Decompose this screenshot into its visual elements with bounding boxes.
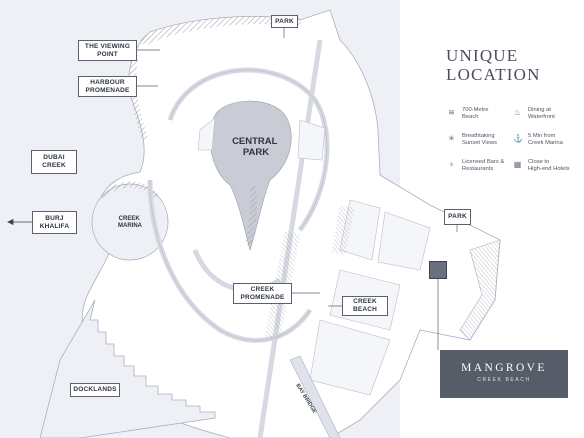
- coast-hatch-west: [129, 52, 148, 140]
- bay-bridge: [289, 355, 341, 438]
- feature-hotels: Close to High-end Hotels: [528, 159, 570, 173]
- ring-road-edges: [149, 69, 328, 341]
- anchor-icon: ⚓: [513, 134, 523, 143]
- beach-icon: ≋: [448, 108, 455, 117]
- creek-promenade-line2: PROMENADE: [240, 293, 285, 301]
- creek-promenade-line1: CREEK: [250, 285, 275, 293]
- creek-beach-line1: CREEK: [353, 298, 377, 305]
- feature-beach-line1: 700-Metre: [462, 107, 489, 113]
- feature-beach-line2: Beach: [462, 114, 479, 120]
- panel-title-line1: UNIQUE: [446, 46, 519, 65]
- feature-anchor-line1: 5 Min from: [528, 133, 556, 139]
- harbour-promenade-line2: PROMENADE: [85, 86, 130, 94]
- callout-docklands: DOCKLANDS: [70, 383, 120, 397]
- feature-sunset-line2: Sunset Views: [462, 140, 498, 146]
- callout-viewing-point: THE VIEWING POINT: [78, 40, 137, 61]
- feature-dining-line2: Waterfront: [528, 114, 555, 120]
- feature-dining-line1: Dining at: [528, 107, 551, 113]
- feature-sunset-line1: Breathtaking: [462, 133, 495, 139]
- feature-dining: Dining at Waterfront: [528, 107, 555, 121]
- promenade-strip-2: [332, 205, 355, 255]
- feature-anchor: 5 Min from Creek Marina: [528, 133, 563, 147]
- brand-name: MANGROVE: [461, 362, 547, 374]
- sunset-icon: ☀: [447, 134, 456, 143]
- panel-title-line2: LOCATION: [446, 65, 541, 84]
- callout-harbour-promenade: HARBOUR PROMENADE: [78, 76, 137, 97]
- project-location-marker: [429, 261, 447, 279]
- hotel-icon: ▦: [513, 160, 522, 169]
- callout-creek-promenade: CREEK PROMENADE: [233, 283, 292, 304]
- beach-hatch: [459, 239, 501, 341]
- dining-icon: ♨: [513, 108, 522, 117]
- dubai-creek-line2: CREEK: [42, 162, 66, 169]
- callout-park-top: PARK: [271, 15, 298, 28]
- callout-dubai-creek: DUBAI CREEK: [31, 150, 77, 174]
- feature-hotels-line2: High-end Hotels: [528, 166, 570, 172]
- feature-beach: 700-Metre Beach: [462, 107, 488, 121]
- callout-burj-khalifa: BURJ KHALIFA: [32, 211, 77, 234]
- creek-marina-label: CREEK MARINA: [118, 216, 143, 229]
- leader-lines: [137, 28, 458, 350]
- viewing-point-line1: THE VIEWING: [84, 42, 131, 50]
- central-park-label: CENTRAL PARK: [232, 136, 280, 158]
- feature-sunset: Breathtaking Sunset Views: [462, 133, 497, 147]
- dubai-creek-line1: DUBAI: [43, 154, 65, 161]
- feature-bars: Licensed Bars & Restaurants: [462, 159, 504, 173]
- central-park: [209, 100, 292, 252]
- creek-beach-line2: BEACH: [352, 306, 378, 313]
- viewing-point-line2: POINT: [97, 50, 118, 58]
- panel-title: UNIQUE LOCATION: [446, 46, 541, 84]
- feature-bars-line1: Licensed Bars &: [462, 159, 505, 165]
- docklands-edge: [39, 299, 216, 438]
- coast-hatch-north: [138, 16, 302, 46]
- callout-docklands-label: DOCKLANDS: [73, 386, 117, 393]
- feature-hotels-line1: Close to: [528, 159, 550, 165]
- callout-park-right: PARK: [444, 209, 471, 225]
- feature-bars-line2: Restaurants: [462, 166, 494, 172]
- feature-anchor-line2: Creek Marina: [528, 140, 563, 146]
- callout-park-top-label: PARK: [275, 17, 294, 25]
- callout-creek-beach: CREEK BEACH: [342, 296, 388, 316]
- callout-park-right-label: PARK: [448, 213, 467, 220]
- park-hatch: [245, 185, 258, 250]
- arrow-left-icon: [7, 218, 32, 226]
- brand-logo-box: MANGROVE CREEK BEACH: [440, 350, 568, 398]
- bar-icon: ♆: [448, 160, 455, 169]
- harbour-promenade-line1: HARBOUR: [90, 78, 125, 86]
- marina-hatch: [100, 181, 160, 200]
- brand-subtitle: CREEK BEACH: [477, 377, 531, 383]
- burj-khalifa-line1: BURJ: [45, 214, 64, 222]
- burj-khalifa-line2: KHALIFA: [39, 222, 70, 230]
